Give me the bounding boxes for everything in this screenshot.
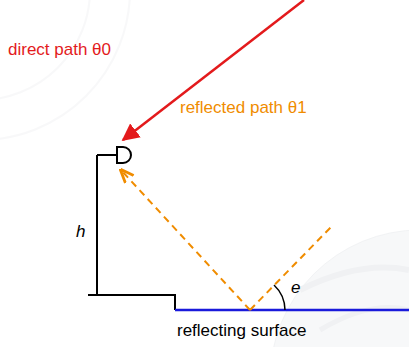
reflected-path-label: reflected path θ1 (180, 98, 307, 118)
reflected-path-continuation (250, 226, 332, 310)
elevation-label: e (291, 278, 300, 298)
ground-step (88, 295, 175, 310)
elevation-arc (274, 285, 285, 310)
antenna-mast (96, 155, 98, 295)
antenna-arm (97, 154, 117, 156)
direct-path-label: direct path θ0 (8, 40, 111, 60)
surface-label: reflecting surface (177, 321, 306, 341)
direct-path-arrow (123, 0, 304, 140)
antenna-symbol (117, 147, 131, 163)
height-label: h (76, 222, 85, 242)
reflecting-surface-line (175, 309, 409, 312)
reflected-path-arrow (121, 170, 250, 310)
